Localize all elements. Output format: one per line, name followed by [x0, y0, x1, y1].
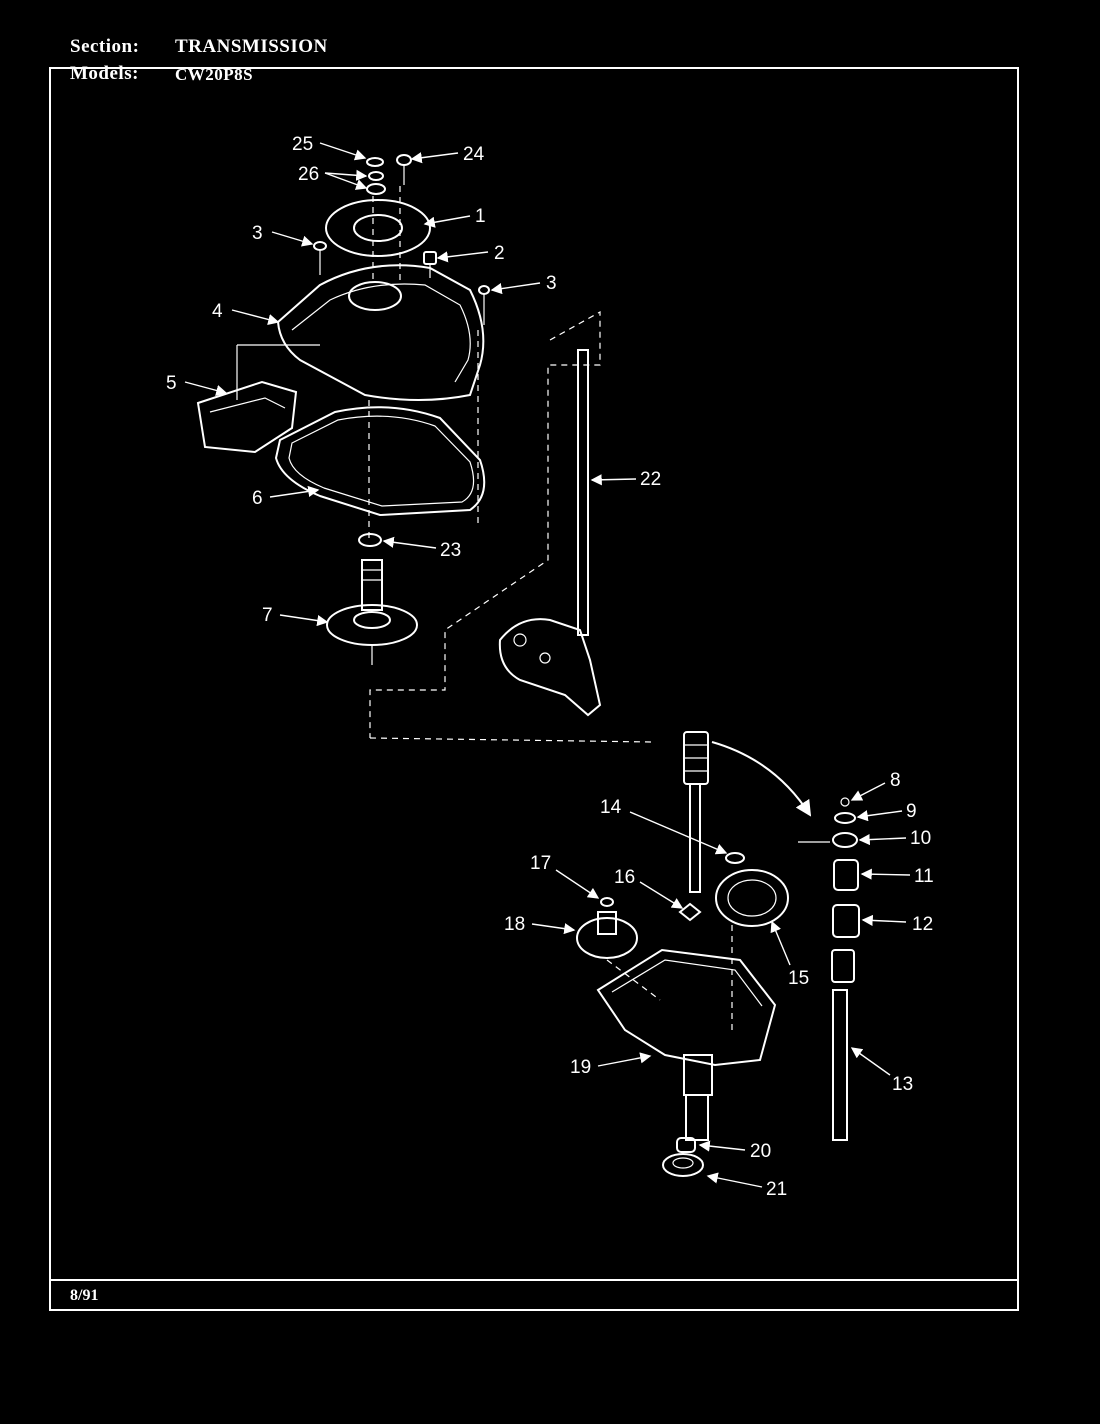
callout-4: 4: [212, 301, 223, 322]
callout-11: 11: [914, 866, 934, 887]
callout-2: 2: [494, 243, 505, 264]
callout-3-right: 3: [546, 273, 557, 294]
washer-part-14: [725, 852, 745, 864]
washer-part-17: [600, 897, 614, 907]
callout-14: 14: [600, 797, 622, 818]
callout-10: 10: [910, 828, 931, 849]
callout-9: 9: [906, 801, 917, 822]
shift-rod-part-22: [369, 310, 602, 738]
callout-13: 13: [892, 1074, 913, 1095]
shaft-part-13: [832, 989, 848, 1141]
screw-part-3-right: [478, 285, 490, 325]
washer-part-25: [366, 157, 384, 167]
callout-25: 25: [292, 134, 313, 155]
footer-date: 8/91: [70, 1287, 99, 1304]
nut-part-21: [662, 1153, 704, 1177]
gear-part-18: [576, 911, 661, 1001]
callout-20: 20: [750, 1141, 771, 1162]
callout-23: 23: [440, 540, 461, 561]
callout-7: 7: [262, 605, 273, 626]
gear-part-15: [715, 869, 789, 1030]
gasket-part-6: [274, 330, 486, 540]
transmission-cover-part-4: [276, 186, 485, 401]
callout-12: 12: [912, 914, 933, 935]
screw-part-24: [396, 154, 412, 185]
hub-part-7: [326, 559, 418, 665]
callout-15: 15: [788, 968, 809, 989]
footer-divider: [49, 1279, 1019, 1281]
key-part-16: [678, 902, 702, 922]
callout-19: 19: [570, 1057, 591, 1078]
agitator-shaft: [683, 731, 709, 893]
section-value: TRANSMISSION: [175, 36, 328, 57]
callout-22: 22: [640, 469, 661, 490]
callout-1: 1: [475, 206, 486, 227]
callout-17: 17: [530, 853, 551, 874]
seal-plate-part-1: [325, 199, 431, 257]
callout-21: 21: [766, 1179, 787, 1200]
diagram-frame: [49, 67, 1019, 1311]
plug-part-2: [423, 251, 437, 278]
washers-part-26: [366, 171, 386, 195]
bushing-part-20: [676, 1137, 696, 1153]
callout-leaders: [184, 142, 911, 1188]
models-value: CW20P8S: [175, 65, 254, 84]
screw-part-3-left: [313, 241, 327, 275]
callout-6: 6: [252, 488, 263, 509]
o-ring-part-23: [358, 533, 382, 547]
callout-16: 16: [614, 867, 635, 888]
pinion-stack-parts-8-12: [798, 797, 860, 983]
callout-24: 24: [463, 144, 485, 165]
callout-26: 26: [298, 164, 319, 185]
assembly-direction-arrow: [711, 741, 812, 817]
transmission-housing-part-19: [596, 948, 777, 1141]
bracket-part-5: [196, 344, 320, 454]
callout-8: 8: [890, 770, 901, 791]
callout-5: 5: [166, 373, 177, 394]
callout-18: 18: [504, 914, 525, 935]
callout-3-left: 3: [252, 223, 263, 244]
section-label: Section:: [70, 36, 140, 57]
